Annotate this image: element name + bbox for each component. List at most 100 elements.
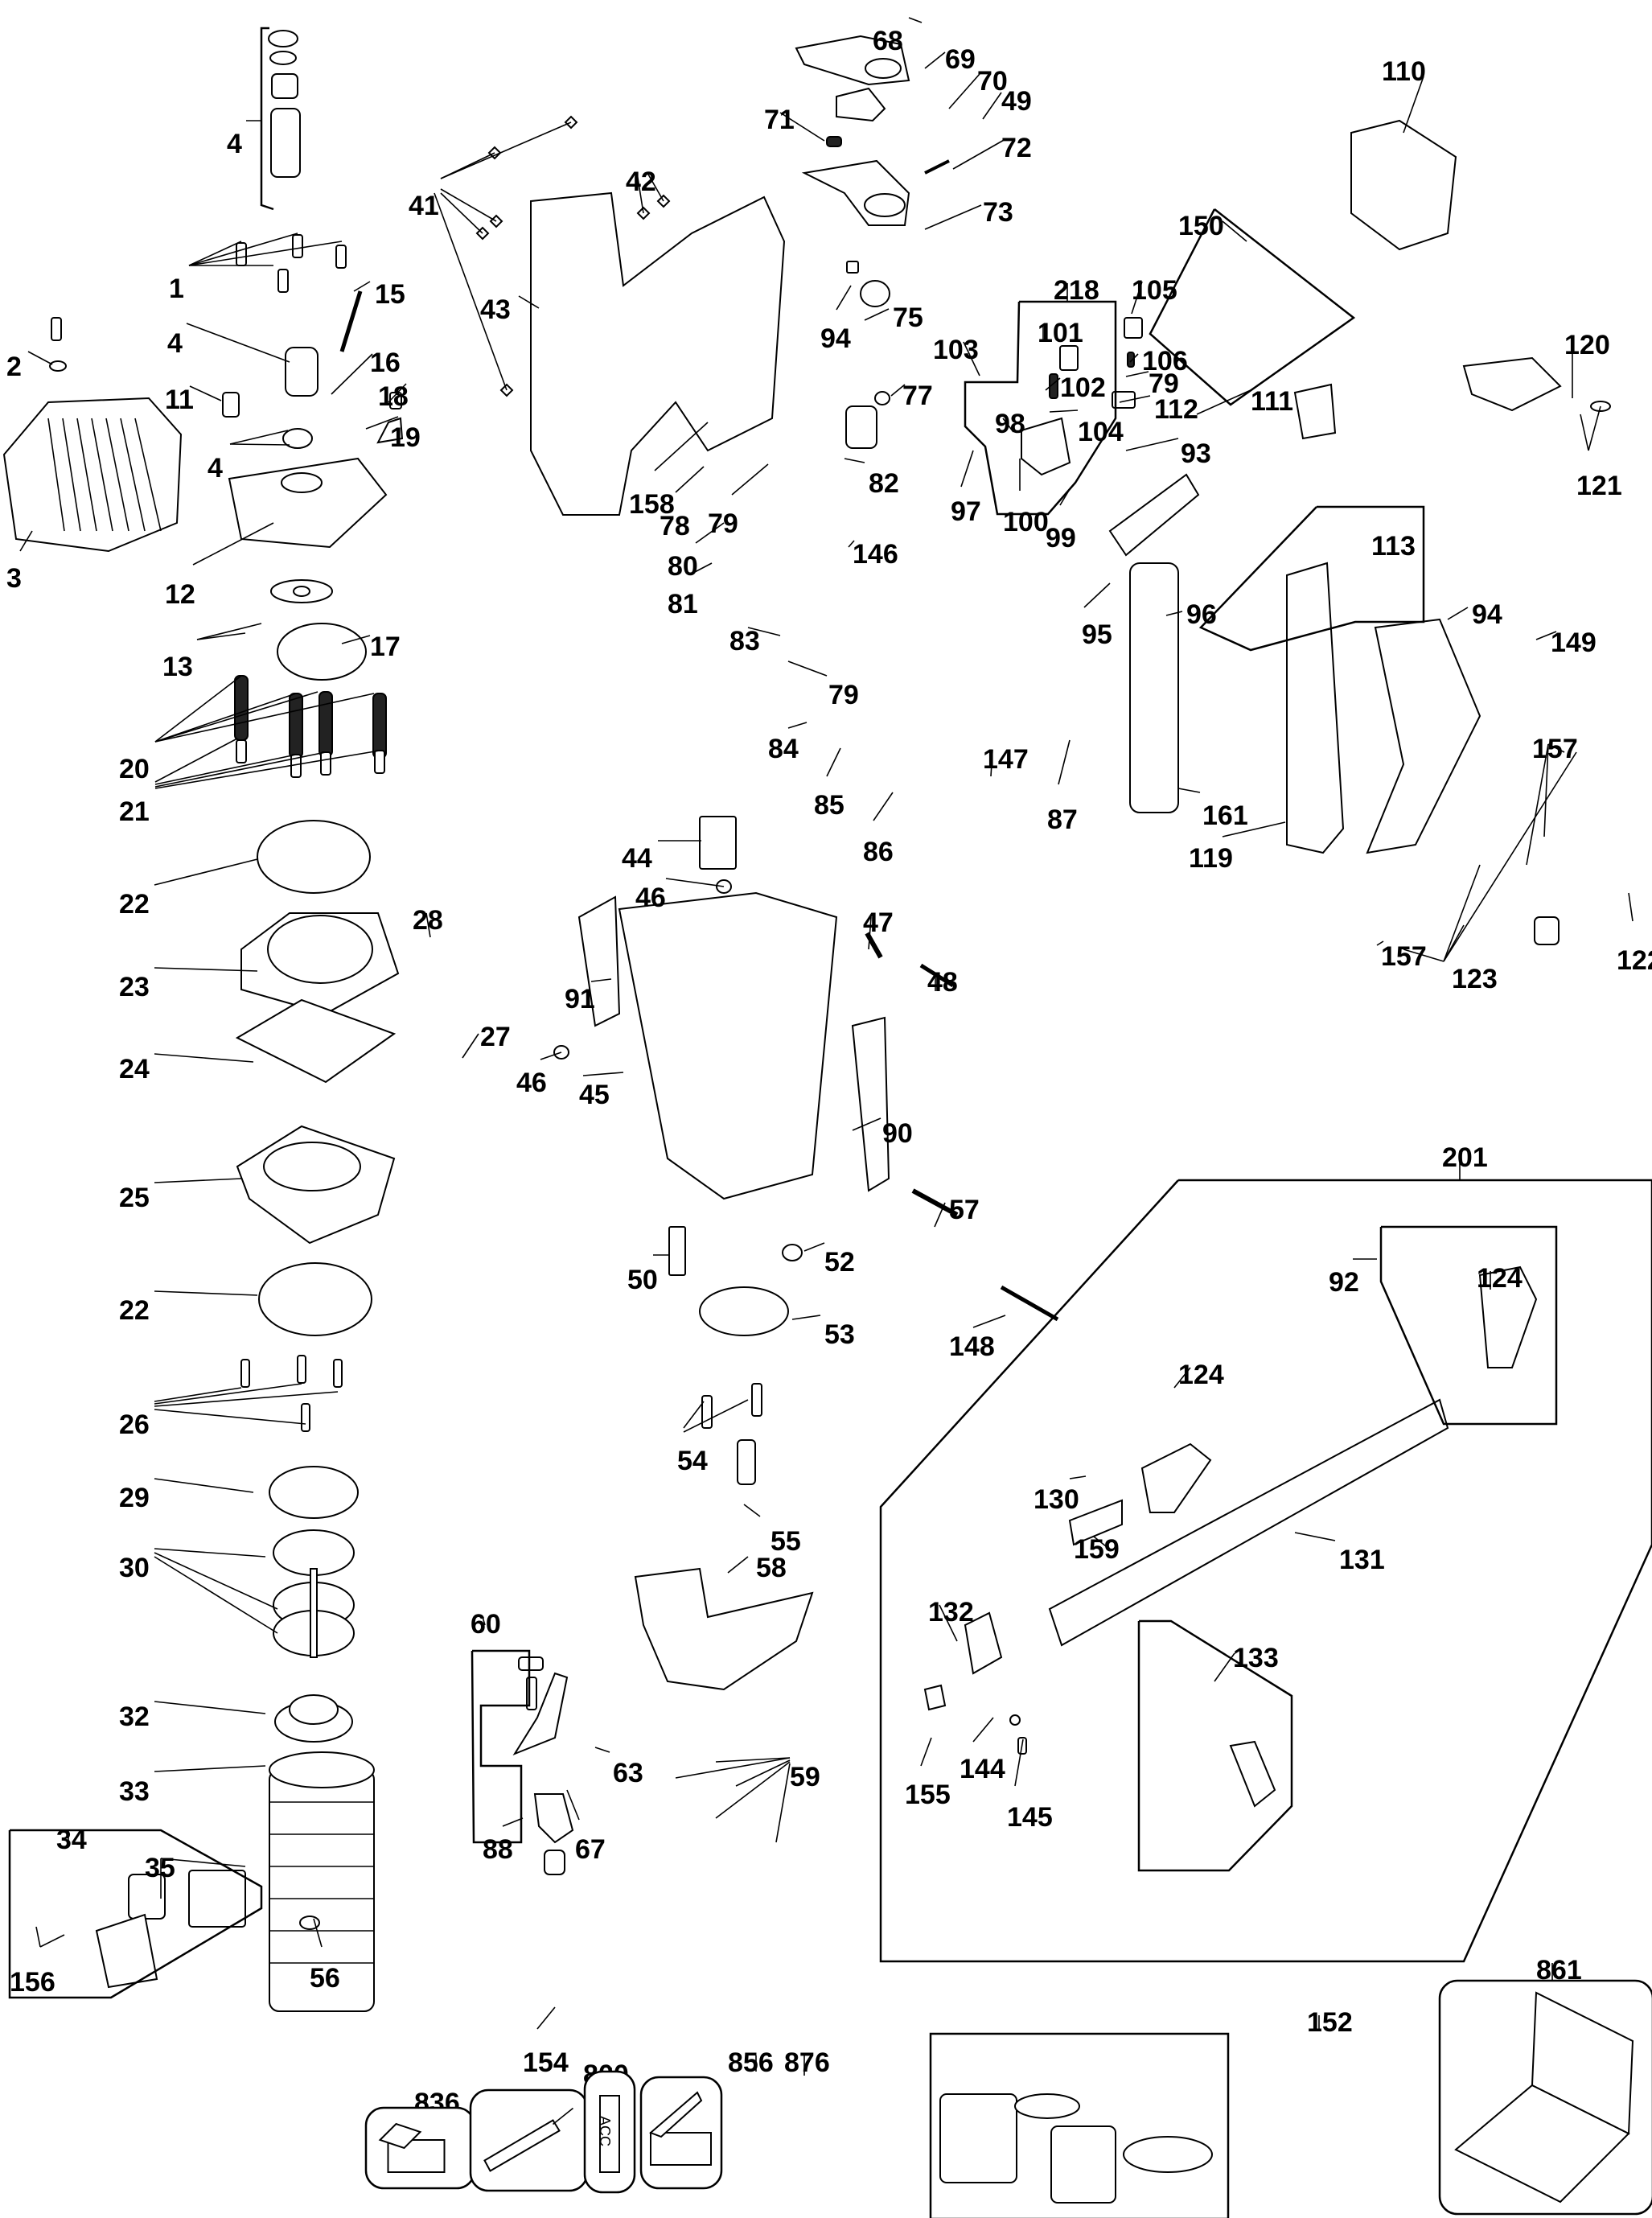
callout-label: 21 xyxy=(119,796,150,827)
leader-line xyxy=(920,1737,932,1767)
leader-line xyxy=(1214,1652,1235,1682)
nut-144-part xyxy=(1009,1714,1021,1726)
callout-label: 85 xyxy=(814,790,844,821)
leader-line xyxy=(154,1178,242,1183)
callout-label: 78 xyxy=(660,511,690,541)
callout-label: 158 xyxy=(629,489,675,520)
screw-part-0 xyxy=(236,242,247,266)
callout-label: 92 xyxy=(1329,1267,1359,1298)
leader-line xyxy=(353,281,371,292)
tube-96-part xyxy=(1129,562,1179,813)
leader-line xyxy=(1543,743,1549,837)
callout-label: 70 xyxy=(977,66,1008,97)
callout-label: 101 xyxy=(1038,318,1083,348)
leader-line xyxy=(836,285,852,311)
leader-line xyxy=(154,693,297,743)
leader-line xyxy=(154,675,242,743)
leader-line xyxy=(188,241,343,266)
leader-line xyxy=(313,1918,323,1948)
callout-label: 23 xyxy=(119,972,150,1002)
leader-line xyxy=(1049,409,1079,413)
callout-label: 26 xyxy=(119,1409,150,1440)
leader-line xyxy=(803,1242,825,1252)
power-adapter-icon xyxy=(1050,2125,1116,2204)
follower-130-part xyxy=(1140,1442,1212,1513)
leader-line xyxy=(743,1504,761,1517)
reed-valve-35-part xyxy=(128,1874,166,1920)
callout-label: 96 xyxy=(1186,599,1217,630)
charger-icon xyxy=(939,2093,1017,2183)
cover-fin xyxy=(91,418,113,532)
cover-fin xyxy=(47,418,65,532)
leader-line xyxy=(154,1409,306,1425)
switch-105-part xyxy=(1124,317,1143,339)
callout-label: 112 xyxy=(1154,394,1198,425)
adjuster-nut-part xyxy=(518,1656,544,1671)
pusher-92-part xyxy=(1478,1265,1538,1368)
leader-line xyxy=(566,1789,580,1821)
leader-line xyxy=(1447,607,1469,620)
callout-label: 149 xyxy=(1551,628,1597,658)
leader-line xyxy=(1131,281,1143,315)
box-113 xyxy=(1198,505,1425,652)
callout-label: 157 xyxy=(1381,941,1427,972)
leader-line xyxy=(27,351,53,365)
trigger-100-part xyxy=(1021,417,1071,476)
callout-label: 4 xyxy=(208,453,223,484)
screw-54a-part xyxy=(701,1395,713,1429)
spring-20-part-1 xyxy=(289,693,303,759)
callout-label: 876 xyxy=(784,2047,830,2078)
leader-line xyxy=(864,308,890,321)
callout-label: 73 xyxy=(983,197,1013,228)
cover-fin xyxy=(76,418,97,532)
pin-48-part xyxy=(919,963,955,988)
callout-label: 17 xyxy=(370,632,401,662)
callout-label: 13 xyxy=(162,652,193,682)
callout-label: 145 xyxy=(1007,1802,1053,1833)
leader-line xyxy=(425,912,431,938)
leader-line xyxy=(715,1761,791,1819)
end-cap-132-part xyxy=(964,1611,1003,1675)
label-91-part xyxy=(577,895,621,1027)
callout-label: 147 xyxy=(983,744,1029,775)
leader-line xyxy=(518,295,540,309)
callout-label: 102 xyxy=(1060,372,1106,403)
callout-label: 57 xyxy=(949,1195,980,1225)
leader-line xyxy=(960,450,974,488)
callout-label: 68 xyxy=(873,26,903,56)
caulk-gun-rod xyxy=(553,2107,573,2125)
callout-label: 148 xyxy=(949,1331,995,1362)
leader-line xyxy=(1058,739,1071,785)
leader-line xyxy=(948,73,980,109)
leader-line xyxy=(1119,395,1151,403)
cover-fin xyxy=(105,418,129,532)
leader-line xyxy=(196,632,246,640)
head-73-boss xyxy=(864,193,906,217)
spring-20-part-0 xyxy=(234,675,249,741)
callout-label: 4 xyxy=(167,328,183,359)
bracket-19-part xyxy=(376,417,404,444)
callout-label: 86 xyxy=(863,837,894,867)
leader-line xyxy=(787,722,808,729)
callout-label: 119 xyxy=(1189,843,1233,874)
washer-2-part xyxy=(49,360,67,372)
leader-line xyxy=(1125,371,1149,377)
pin-15-part xyxy=(339,290,363,352)
callout-label: 155 xyxy=(905,1780,951,1810)
callout-label: 121 xyxy=(1576,471,1622,501)
callout-label: 157 xyxy=(1532,734,1578,764)
leader-line xyxy=(636,172,644,214)
callout-label: 16 xyxy=(370,348,401,378)
leader-line xyxy=(735,1759,791,1787)
callout-label: 80 xyxy=(668,551,698,582)
leader-line xyxy=(154,738,238,783)
screw-part-2 xyxy=(335,245,347,269)
callout-label: 152 xyxy=(1307,2007,1353,2038)
lever-63-part xyxy=(512,1672,569,1756)
leader-line xyxy=(1165,611,1183,616)
leader-line xyxy=(1196,389,1251,415)
screw-part-1 xyxy=(292,234,303,258)
leader-line xyxy=(154,1290,258,1296)
leader-line xyxy=(1376,940,1384,946)
leader-line xyxy=(196,623,262,640)
